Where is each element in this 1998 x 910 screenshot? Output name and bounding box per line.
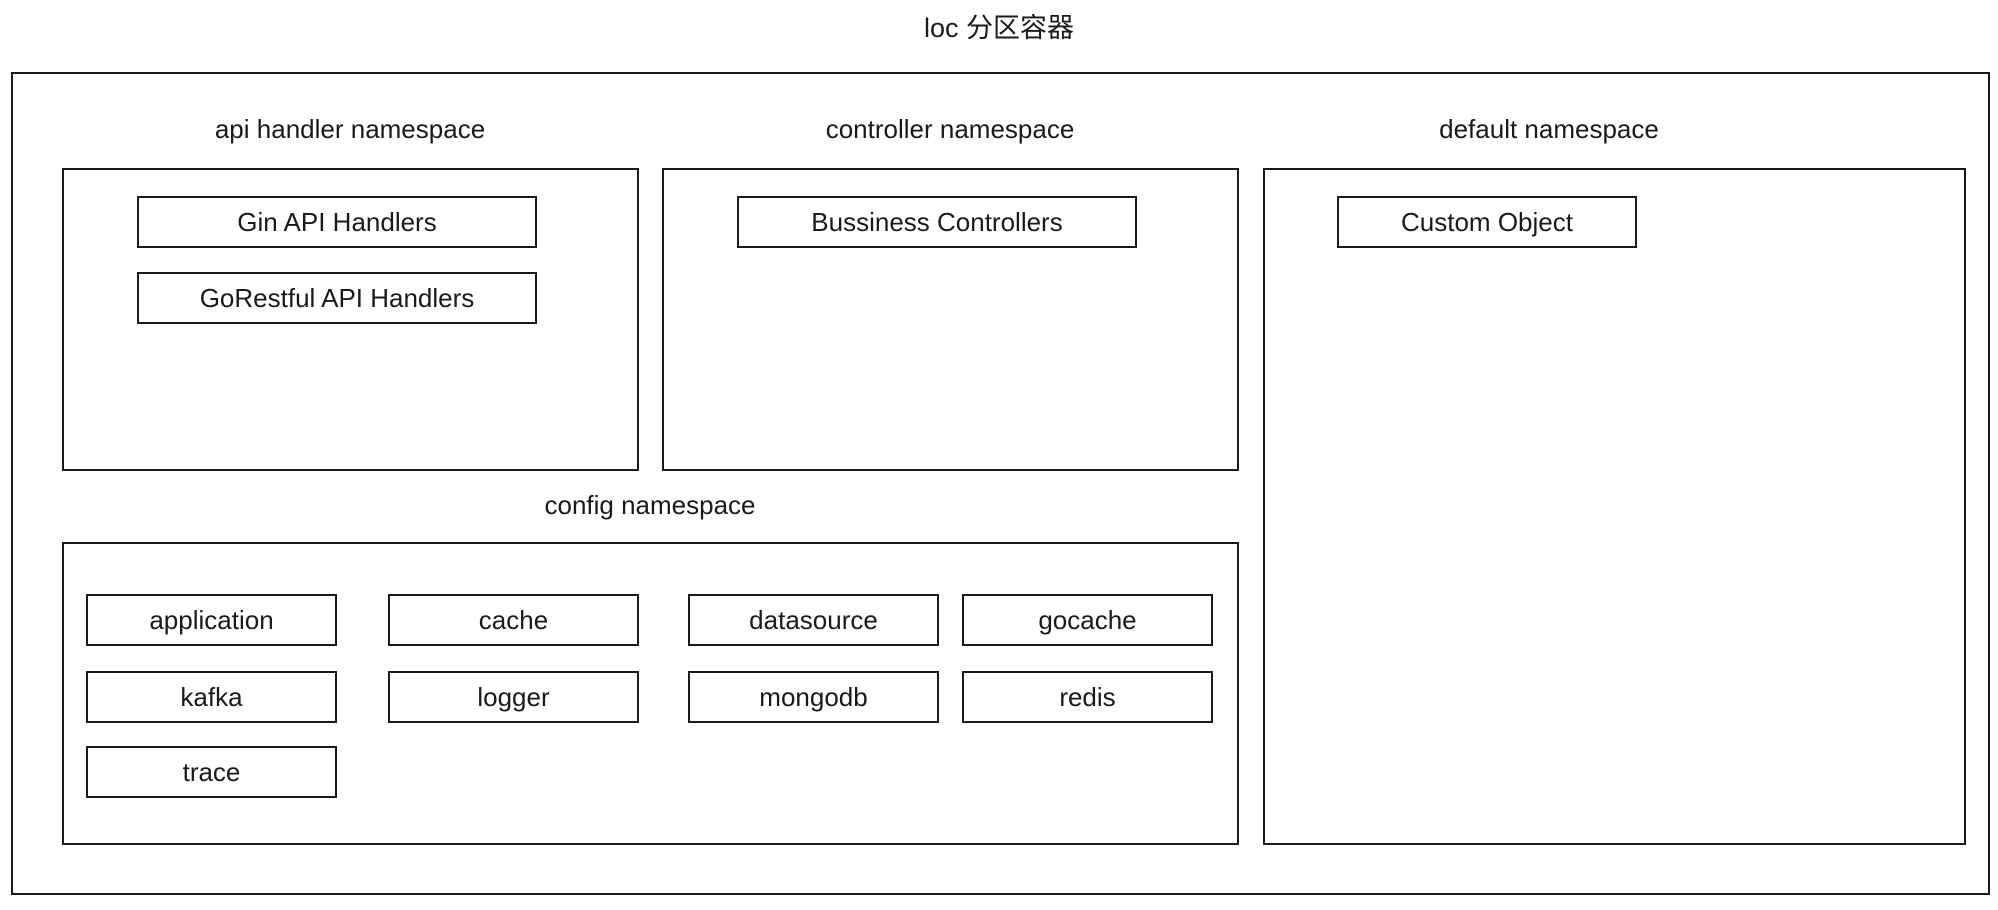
namespace-box-config: application cache datasource gocache kaf… (62, 542, 1239, 845)
diagram-title: loc 分区容器 (923, 13, 1075, 43)
namespace-box-default: Custom Object (1263, 168, 1966, 845)
config-item-mongodb: mongodb (688, 671, 939, 723)
namespace-label-default: default namespace (1439, 114, 1659, 144)
config-item-datasource: datasource (688, 594, 939, 646)
namespace-label-controller: controller namespace (825, 114, 1075, 144)
namespace-box-controller: Bussiness Controllers (662, 168, 1239, 471)
config-item-gocache: gocache (962, 594, 1213, 646)
config-item-cache: cache (388, 594, 639, 646)
namespace-label-config: config namespace (544, 490, 756, 520)
config-item-redis: redis (962, 671, 1213, 723)
component-box-bussiness-controllers: Bussiness Controllers (737, 196, 1137, 248)
component-box-custom-object: Custom Object (1337, 196, 1637, 248)
component-box-gorestful-api-handlers: GoRestful API Handlers (137, 272, 537, 324)
namespace-box-api-handler: Gin API Handlers GoRestful API Handlers (62, 168, 639, 471)
config-item-logger: logger (388, 671, 639, 723)
config-item-kafka: kafka (86, 671, 337, 723)
config-item-application: application (86, 594, 337, 646)
component-box-gin-api-handlers: Gin API Handlers (137, 196, 537, 248)
namespace-label-api-handler: api handler namespace (214, 114, 486, 144)
config-item-trace: trace (86, 746, 337, 798)
